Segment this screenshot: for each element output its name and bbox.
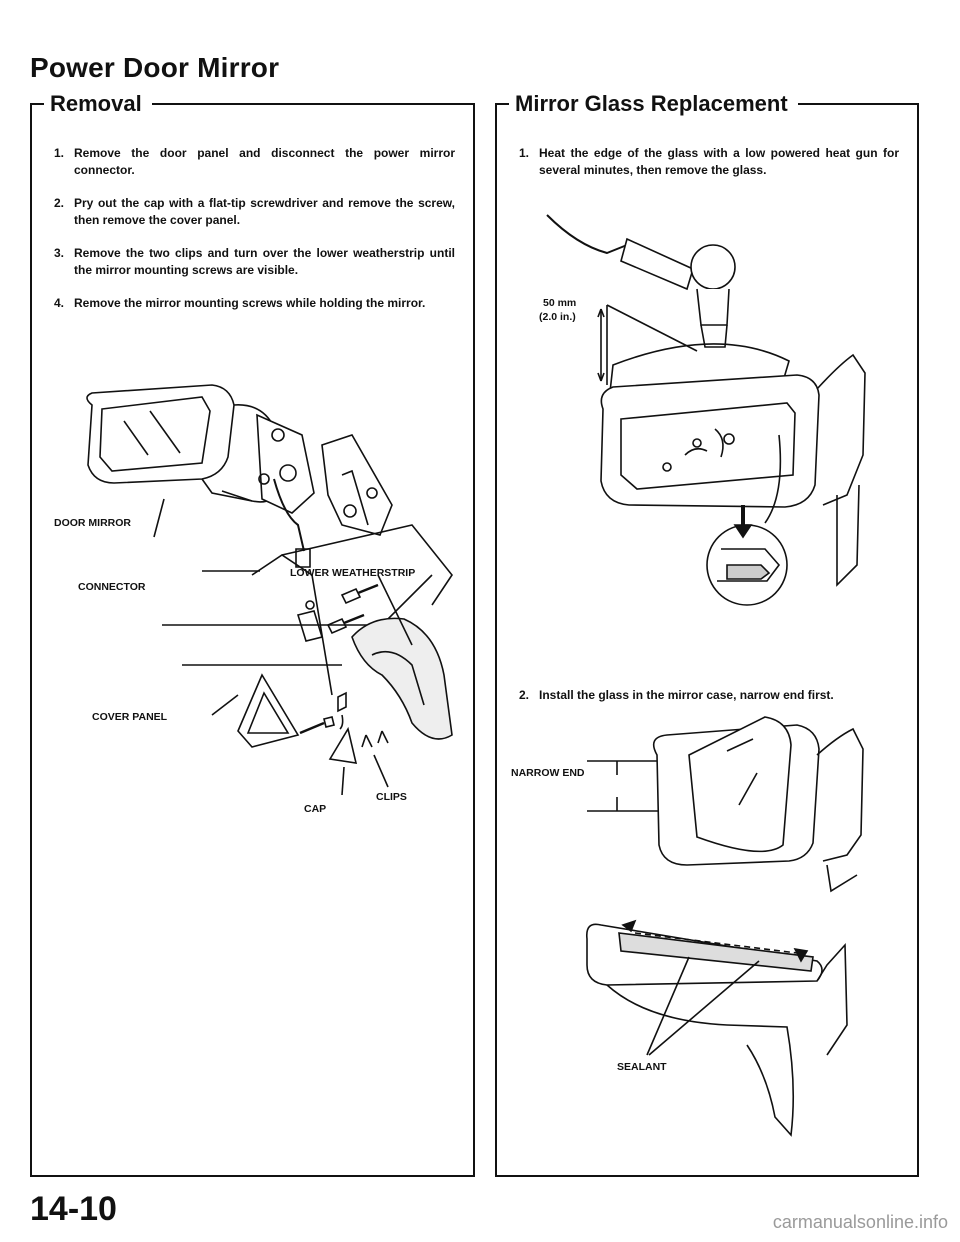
glass-steps-2: 2. Install the glass in the mirror case,… — [509, 687, 899, 720]
clip-icons — [362, 731, 388, 747]
step-number: 4. — [53, 296, 64, 310]
label-cover-panel: COVER PANEL — [92, 711, 168, 723]
heat-gun-illustration — [517, 205, 897, 605]
removal-step-1: 1. Remove the door panel and disconnect … — [44, 145, 455, 179]
label-sealant: SEALANT — [617, 1061, 667, 1073]
removal-panel: Removal 1. Remove the door panel and dis… — [30, 91, 475, 1177]
label-door-mirror: DOOR MIRROR — [54, 517, 131, 529]
removal-step-2: 2. Pry out the cap with a flat-tip screw… — [44, 195, 455, 229]
label-distance-mm: 50 mm — [543, 297, 577, 309]
step-text: Pry out the cap with a flat-tip screwdri… — [74, 196, 455, 227]
removal-steps: 1. Remove the door panel and disconnect … — [44, 145, 455, 328]
watermark: carmanualsonline.info — [772, 1212, 948, 1232]
removal-heading: Removal — [44, 91, 152, 117]
step-text: Install the glass in the mirror case, na… — [539, 688, 834, 702]
glass-step-1: 1. Heat the edge of the glass with a low… — [509, 145, 899, 179]
label-narrow-end: NARROW END — [511, 767, 585, 779]
removal-illustration — [52, 375, 472, 815]
glass-replacement-panel: Mirror Glass Replacement 1. Heat the edg… — [495, 91, 919, 1177]
door-mirror-shape — [87, 385, 234, 483]
step-text: Remove the door panel and disconnect the… — [74, 146, 455, 177]
page-number: 14-10 — [30, 1190, 117, 1228]
mirror-case-shape — [601, 375, 819, 507]
glass-heading: Mirror Glass Replacement — [509, 91, 798, 117]
step-number: 3. — [53, 246, 64, 260]
step-text: Heat the edge of the glass with a low po… — [539, 146, 899, 177]
heat-gun-icon — [621, 239, 693, 289]
step-text: Remove the mirror mounting screws while … — [74, 296, 426, 310]
step-number: 2. — [518, 688, 529, 702]
step-number: 1. — [53, 146, 64, 160]
step-number: 2. — [53, 196, 64, 210]
install-illustration — [527, 725, 897, 1155]
removal-step-4: 4. Remove the mirror mounting screws whi… — [44, 295, 455, 312]
step-number: 1. — [518, 146, 529, 160]
screw-icons — [328, 585, 378, 633]
label-distance-in: (2.0 in.) — [539, 311, 576, 323]
removal-heading-bar: Removal — [30, 87, 475, 121]
page-title: Power Door Mirror — [30, 52, 280, 83]
cap-shape — [330, 729, 356, 763]
label-clips: CLIPS — [376, 791, 407, 803]
glass-steps-1: 1. Heat the edge of the glass with a low… — [509, 145, 899, 195]
lower-weatherstrip-shape — [352, 618, 452, 739]
label-lower-weatherstrip: LOWER WEATHERSTRIP — [290, 567, 416, 579]
cover-panel-shape — [238, 675, 298, 747]
label-connector: CONNECTOR — [78, 581, 146, 593]
glass-heading-bar: Mirror Glass Replacement — [495, 87, 919, 121]
glass-step-2: 2. Install the glass in the mirror case,… — [509, 687, 899, 704]
step-text: Remove the two clips and turn over the l… — [74, 246, 455, 277]
glass-insert-shape — [689, 717, 791, 851]
label-cap: CAP — [304, 803, 327, 815]
removal-step-3: 3. Remove the two clips and turn over th… — [44, 245, 455, 279]
